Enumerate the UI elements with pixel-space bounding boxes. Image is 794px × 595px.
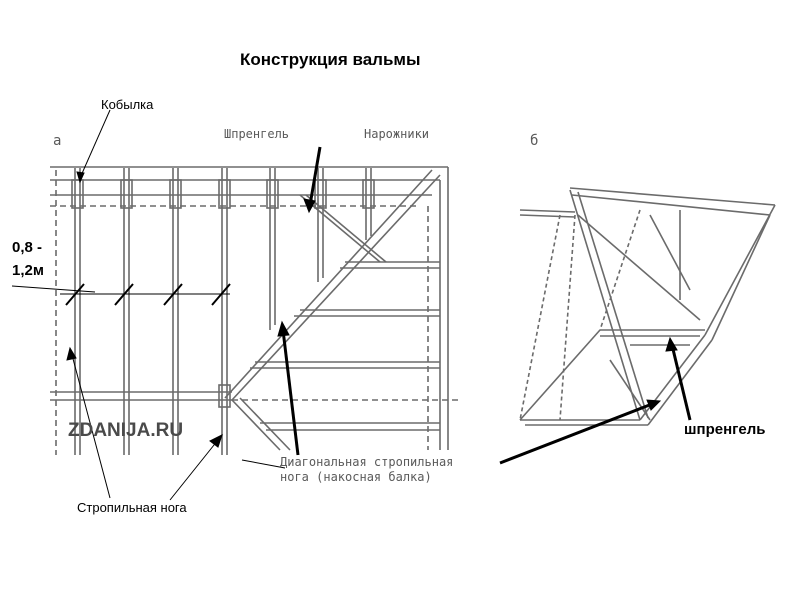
- panel-a-label: a: [53, 133, 62, 149]
- spacing-label: 0,8 - 1,2м: [12, 236, 72, 282]
- kobylka-pointer: [79, 109, 111, 179]
- kobylka-blocks: [71, 179, 375, 408]
- spacing-line-1: 0,8 -: [12, 239, 43, 256]
- watermark: ZDANIJA.RU: [68, 420, 184, 441]
- perspective-drawing-b: [519, 187, 776, 426]
- rafter-pointer-2: [169, 439, 219, 501]
- front-hip-1: [569, 189, 641, 421]
- diag-line-2: нога (накосная балка): [280, 470, 432, 484]
- sprengel-brace-2: [305, 194, 387, 263]
- rafter-legs: [74, 168, 372, 455]
- diag-pointer-1: [281, 329, 300, 456]
- callout-pointers: [66, 109, 692, 501]
- hip-lower-2: [239, 397, 291, 451]
- drawing-sprengel-label: Шпренгель: [224, 127, 290, 141]
- sprengel-brace-1: [299, 194, 381, 263]
- kobylka-label: Кобылка: [101, 97, 154, 112]
- panel-b-label: б: [530, 133, 539, 149]
- hip-lower-1: [231, 399, 281, 451]
- jack-rafters: [250, 261, 440, 431]
- diag-line-1: Диагональная стропильная: [280, 455, 454, 469]
- shprengel-label: шпренгель: [684, 421, 766, 438]
- hip-rafter-2: [231, 174, 441, 401]
- page-title: Конструкция вальмы: [240, 50, 421, 69]
- diag-pointer-2: [499, 402, 653, 465]
- rafter-leg-label: Стропильная нога: [77, 500, 187, 515]
- rafter-pointer-1: [71, 354, 111, 499]
- spacing-dimension: [11, 283, 231, 306]
- top-ridge-1: [569, 187, 776, 206]
- hip-rafter-1: [224, 169, 433, 399]
- spacing-line-2: 1,2м: [12, 262, 44, 279]
- drawing-narozhniki-label: Нарожники: [364, 127, 430, 141]
- sprengel-pointer: [308, 146, 322, 206]
- plan-drawing-a: [50, 166, 460, 455]
- shprengel-pointer-right: [670, 344, 692, 421]
